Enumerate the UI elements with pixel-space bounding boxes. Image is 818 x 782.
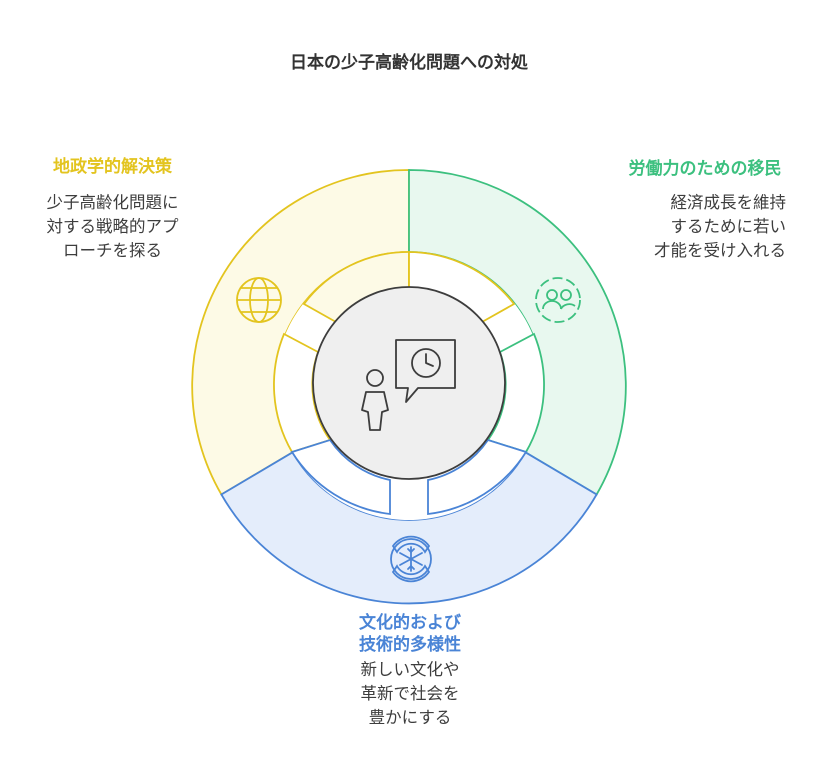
people-icon [535, 277, 581, 323]
culture-label: 文化的および 技術的多様性 新しい文化や 革新で社会を 豊かにする [300, 612, 520, 730]
culture-desc-line: 豊かにする [368, 708, 452, 727]
labor-label: 労働力のための移民 経済成長を維持 するために若い 才能を受け入れる [592, 157, 818, 263]
diagram-title: 日本の少子高齢化問題への対処 [290, 53, 528, 73]
inner-arc-culture [290, 438, 391, 516]
geopolitical-title: 地政学的解決策 [53, 157, 172, 177]
geopolitical-desc-line: 対する戦略的アプ [46, 217, 179, 236]
geopolitical-label: 地政学的解決策 少子高齢化問題に 対する戦略的アプ ローチを探る [0, 155, 225, 263]
speaker-clock-icon [361, 339, 456, 431]
globe-icon [236, 277, 282, 323]
inner-arc-culture-2 [427, 438, 528, 516]
geopolitical-desc: 少子高齢化問題に 対する戦略的アプ ローチを探る [0, 191, 225, 263]
culture-title: 文化的および 技術的多様性 [300, 612, 520, 656]
labor-desc-line: するために若い [670, 217, 787, 236]
culture-desc-line: 新しい文化や [360, 660, 460, 679]
geopolitical-desc-line: 少子高齢化問題に [46, 193, 179, 212]
culture-desc: 新しい文化や 革新で社会を 豊かにする [300, 658, 520, 730]
labor-title: 労働力のための移民 [628, 159, 782, 179]
culture-desc-line: 革新で社会を [360, 684, 460, 703]
culture-title-line: 技術的多様性 [359, 635, 461, 655]
labor-desc-line: 経済成長を維持 [670, 193, 787, 212]
inner-arc-geopolitical-2 [273, 332, 332, 454]
snowflake-badge-icon [390, 535, 432, 583]
labor-desc: 経済成長を維持 するために若い 才能を受け入れる [592, 191, 818, 263]
culture-title-line: 文化的および [359, 613, 461, 633]
center-circle [312, 286, 506, 480]
geopolitical-desc-line: ローチを探る [63, 241, 162, 260]
labor-desc-line: 才能を受け入れる [654, 241, 786, 260]
